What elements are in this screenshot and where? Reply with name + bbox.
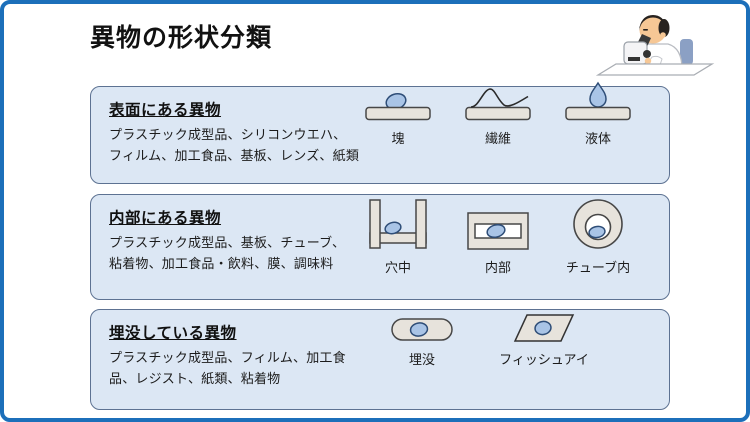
icon-row: 穴中 内部 チューブ内 [348, 199, 648, 276]
description-line: 粘着物、加工食品・飲料、膜、調味料 [109, 257, 334, 272]
icon-cell-inside: 内部 [448, 211, 548, 276]
lump-on-surface-icon [365, 92, 431, 121]
description-line: プラスチック成型品、フィルム、加工食 [109, 351, 346, 366]
icon-cell-embedded: 埋没 [367, 317, 477, 368]
description-line: プラスチック成型品、シリコンウエハ、 [109, 128, 347, 143]
icon-row: 埋没 フィッシュアイ [367, 314, 599, 368]
icon-cell-liquid: 液体 [548, 78, 648, 147]
icon-label: 塊 [391, 132, 405, 147]
icon-label: 内部 [484, 261, 511, 276]
section-description: プラスチック成型品、フィルム、加工食 品、レジスト、紙類、粘着物 [109, 348, 346, 390]
icon-label: 液体 [584, 132, 611, 147]
icon-cell-in-hole: 穴中 [348, 197, 448, 276]
fisheye-icon [513, 314, 575, 342]
section-heading: 表面にある異物 [109, 101, 222, 119]
in-hole-icon [369, 199, 427, 249]
liquid-on-surface-icon [565, 81, 631, 121]
icon-cell-lump: 塊 [348, 78, 448, 147]
fiber-on-surface-icon [465, 88, 531, 121]
chair-icon [680, 39, 693, 65]
section-heading: 内部にある異物 [109, 209, 222, 227]
table-icon [596, 63, 715, 76]
section-surface: 表面にある異物 プラスチック成型品、シリコンウエハ、 フィルム、加工食品、基板、… [90, 81, 670, 184]
icon-label: 繊維 [484, 132, 511, 147]
inside-tube-icon [573, 199, 623, 249]
icon-label: 埋没 [408, 353, 435, 368]
icon-label: 穴中 [384, 261, 411, 276]
icon-row: 塊 繊維 液体 [348, 81, 648, 147]
section-heading: 埋没している異物 [109, 324, 237, 342]
embedded-icon [391, 318, 453, 341]
description-line: プラスチック成型品、基板、チューブ、 [109, 236, 346, 251]
section-description: プラスチック成型品、基板、チューブ、 粘着物、加工食品・飲料、膜、調味料 [109, 233, 345, 275]
icon-cell-fisheye: フィッシュアイ [489, 313, 599, 368]
inside-layers-icon [467, 212, 529, 250]
icon-cell-fiber: 繊維 [448, 78, 548, 147]
section-internal: 内部にある異物 プラスチック成型品、基板、チューブ、 粘着物、加工食品・飲料、膜… [90, 194, 670, 300]
page-title: 異物の形状分類 [90, 23, 273, 52]
description-line: 品、レジスト、紙類、粘着物 [109, 372, 281, 387]
section-description: プラスチック成型品、シリコンウエハ、 フィルム、加工食品、基板、レンズ、紙類 [109, 125, 359, 167]
icon-cell-in-tube: チューブ内 [548, 197, 648, 276]
section-embedded: 埋没している異物 プラスチック成型品、フィルム、加工食 品、レジスト、紙類、粘着… [90, 309, 670, 410]
icon-label: チューブ内 [565, 261, 631, 276]
scientist-microscope-illustration [596, 15, 715, 76]
description-line: フィルム、加工食品、基板、レンズ、紙類 [109, 149, 360, 164]
icon-label: フィッシュアイ [499, 353, 589, 368]
